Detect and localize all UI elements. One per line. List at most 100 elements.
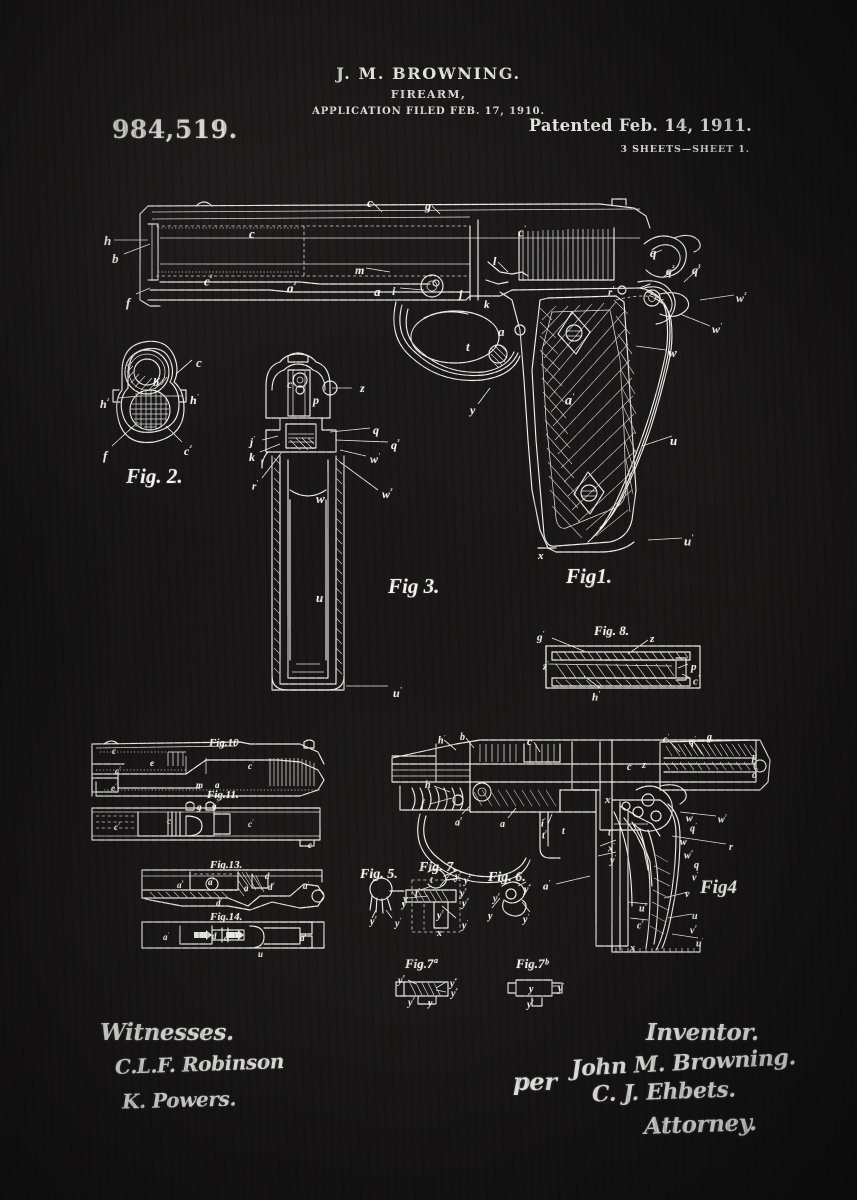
figure-caption-fig3: Fig 3. <box>388 574 440 598</box>
ref-letter-fig2-2: h² <box>100 396 109 411</box>
ref-letter-fig1-0: h <box>104 233 112 248</box>
ref-letter-fig3-5: w' <box>370 451 381 466</box>
inventor-label: Inventor. <box>646 1019 759 1046</box>
ref-letter-fig1-4: c² <box>204 273 213 289</box>
ref-letter-fig8-2: p <box>691 661 697 673</box>
figure-caption-fig13: Fig.13. <box>210 859 243 871</box>
ref-letter-fig4-33: c² <box>637 919 644 932</box>
ref-letter-fig1-7: c' <box>518 224 527 240</box>
figure-caption-fig11: Fig.11. <box>207 789 239 801</box>
figure-7b-drawing <box>507 979 563 1007</box>
figure-3-drawing <box>259 352 389 691</box>
ref-letter-fig10-2: c² <box>115 766 121 776</box>
ref-letter-fig7a-3: y² <box>408 996 415 1009</box>
ref-letter-fig4-7: z <box>642 760 646 771</box>
ref-letter-fig7-5: y³ <box>462 897 469 910</box>
attorney-label: Attorney. <box>643 1109 758 1140</box>
ref-letter-fig1-14: l <box>493 254 497 268</box>
ref-letter-fig1-21: w <box>668 345 677 360</box>
ref-letter-fig11-2: c' <box>248 819 254 829</box>
ref-letter-fig10-1: e <box>150 758 154 768</box>
ref-letter-fig4-15: i' <box>541 817 546 830</box>
figure-13-drawing <box>141 869 325 911</box>
ref-letter-fig4-5: g <box>707 732 712 743</box>
ref-letter-fig3-2: z <box>360 381 365 395</box>
ref-letter-fig7a-0: y³ <box>398 974 405 987</box>
ref-letter-fig1-26: u <box>670 433 678 448</box>
ref-letter-fig3-3: q <box>373 423 379 437</box>
ref-letter-fig4-24: w <box>680 837 687 848</box>
ref-letter-fig4-28: v' <box>692 871 699 884</box>
ref-letter-fig7-7: y² <box>437 909 444 922</box>
patent-number: 984,519. <box>112 115 238 144</box>
figure-7-drawing <box>405 868 461 933</box>
ref-letter-fig13-5: a' <box>303 881 310 891</box>
ref-letter-fig5-2: y' <box>395 917 402 930</box>
ref-letter-fig8-0: g' <box>537 631 545 644</box>
ref-letter-fig1-2: f <box>126 295 131 310</box>
ref-letter-fig4-22: w' <box>686 812 695 825</box>
ref-letter-fig5-1: y² <box>370 915 377 928</box>
ref-letter-fig1-15: q <box>650 245 657 260</box>
figure-caption-fig2: Fig. 2. <box>126 464 183 488</box>
figure-caption-fig1: Fig1. <box>566 564 613 588</box>
ref-letter-fig4-31: u <box>692 911 698 922</box>
ref-letter-fig7-0: t <box>430 875 433 886</box>
figure-5-drawing <box>369 877 405 919</box>
ref-letter-fig4-13: a <box>500 819 505 830</box>
ref-letter-fig4-17: t <box>562 826 565 837</box>
ref-letter-fig2-3: h' <box>190 392 199 407</box>
ref-letter-fig13-4: d² <box>268 882 275 892</box>
figure-caption-fig5: Fig. 5. <box>360 867 398 882</box>
ref-letter-fig1-10: a <box>374 284 381 299</box>
figure-caption-fig10: Fig.10 <box>209 737 239 749</box>
ref-letter-fig7-8: y' <box>462 919 469 932</box>
ref-letter-fig1-20: w' <box>712 321 723 336</box>
ref-letter-fig8-3: c' <box>693 675 700 688</box>
figure-6-drawing <box>491 881 531 917</box>
ref-letter-fig1-13: k <box>484 299 490 311</box>
ref-letter-fig7-9: x <box>437 928 442 939</box>
ref-letter-fig4-25: w³ <box>684 849 693 862</box>
per-label: per <box>513 1067 557 1096</box>
figure-4-drawing <box>391 737 771 953</box>
ref-letter-fig1-1: b <box>112 251 119 266</box>
ref-letter-fig3-11: u <box>316 590 324 605</box>
figure-caption-fig14: Fig.14. <box>210 911 243 923</box>
ref-letter-fig4-8: p <box>752 752 757 763</box>
ref-letter-fig7a-2: y⁵ <box>451 987 458 1000</box>
ref-letter-fig4-2: c <box>527 736 532 748</box>
ref-letter-fig4-26: r <box>729 842 733 853</box>
ref-letter-fig7-4: y⁵ <box>460 887 467 900</box>
figure-10-drawing <box>91 739 325 797</box>
ref-letter-fig1-22: a <box>498 324 505 339</box>
ref-letter-fig14-3: a² <box>300 933 307 943</box>
figure-8-drawing <box>545 637 701 689</box>
ref-letter-fig4-11: f <box>421 799 425 810</box>
ref-letter-fig6-2: y <box>488 911 493 922</box>
ref-letter-fig4-16: t² <box>542 829 547 842</box>
figure-caption-fig6: Fig. 6. <box>488 870 526 885</box>
ref-letter-fig6-1: y⁴ <box>524 883 531 896</box>
ref-letter-fig7b-2: y⁵ <box>527 998 534 1011</box>
ref-letter-fig1-18: r' <box>608 286 615 299</box>
ref-letter-fig3-0: c' <box>287 376 295 391</box>
ref-letter-fig4-27: q <box>694 860 699 871</box>
ref-letter-fig4-21: w² <box>718 813 727 826</box>
ref-letter-fig4-10: h <box>425 780 431 791</box>
ref-letter-fig4-6: c <box>627 762 632 773</box>
figure-caption-fig7b: Fig.7ᵇ <box>516 956 549 971</box>
ref-letter-fig7-2: y³ <box>455 870 462 883</box>
ref-letter-fig3-6: w² <box>382 486 393 501</box>
figure-14-drawing <box>141 921 325 949</box>
figure-caption-fig7: Fig. 7. <box>419 860 457 875</box>
inventor-heading: J. M. BROWNING. <box>336 64 521 83</box>
figure-caption-fig4: Fig4 <box>700 877 737 898</box>
ref-letter-fig10-5: m <box>196 780 204 790</box>
ref-letter-fig7-3: y⁴ <box>464 874 471 887</box>
ref-letter-fig14-2: a <box>224 933 229 943</box>
ref-letter-fig1-28: x <box>538 550 544 562</box>
ref-letter-fig4-1: b <box>460 732 465 743</box>
ref-letter-fig7b-1: y' <box>558 982 565 995</box>
